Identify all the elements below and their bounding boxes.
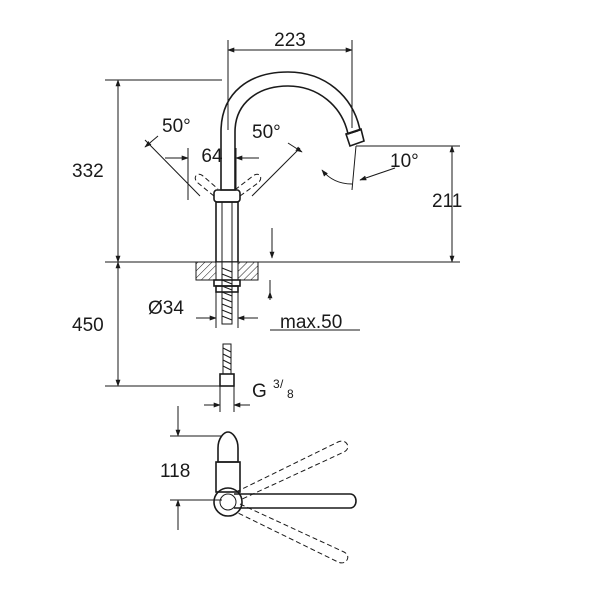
dimension-labels: 223 332 211 64 50° 50° 10° 450 Ø34 max.5… (72, 30, 462, 482)
faucet-top-view (213, 431, 357, 564)
lever-main-position (234, 493, 357, 509)
dim-max-deck: max.50 (280, 312, 342, 333)
dim-lever-depth: 118 (160, 461, 190, 482)
dim-spout-angle: 10° (390, 151, 419, 172)
lever-left-position (194, 173, 219, 197)
dim-shank-diameter: Ø34 (148, 298, 184, 319)
dim-thread-numerator: 3 (273, 377, 280, 391)
spout-outline (220, 71, 361, 191)
dim-left-angle: 50° (162, 116, 191, 137)
faucet-side-view (194, 71, 365, 387)
dimension-lines (105, 40, 460, 530)
lever-top-position-down (235, 503, 349, 564)
dim-thread-slash: / (280, 377, 284, 391)
body-top (213, 487, 243, 517)
dim-right-angle: 50° (252, 122, 281, 143)
dim-total-height: 332 (72, 161, 104, 182)
dim-spout-height: 211 (432, 191, 462, 212)
spout-outlet (344, 127, 365, 148)
faucet-body (213, 189, 241, 203)
dim-lever-offset: 64 (201, 146, 223, 167)
hose-connector (219, 373, 235, 387)
dim-below-deck: 450 (72, 315, 104, 336)
dim-spout-reach: 223 (274, 30, 306, 51)
mounting-nut (213, 279, 241, 287)
spout-top (217, 431, 239, 463)
faucet-column (215, 201, 239, 263)
dim-thread-denominator: 8 (287, 387, 294, 401)
dim-thread-letter: G (252, 381, 267, 402)
lever-top-position-up (235, 440, 349, 501)
